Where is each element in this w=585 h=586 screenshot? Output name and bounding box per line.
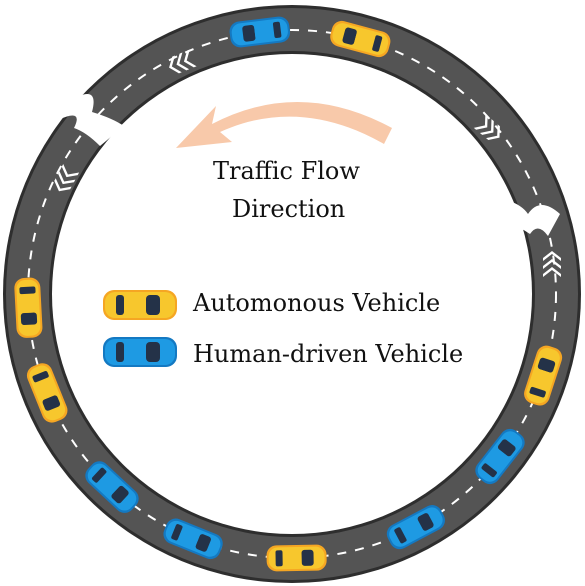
human-car-icon xyxy=(475,428,525,485)
legend-autonomous-car-icon xyxy=(103,290,177,320)
human-car-icon xyxy=(163,518,223,560)
autonomous-car-icon xyxy=(26,363,68,423)
traffic-flow-label: Traffic Flow xyxy=(213,157,360,185)
traffic-flow-arrow-icon xyxy=(176,101,392,148)
vehicles-layer xyxy=(14,16,563,572)
human-car-icon xyxy=(229,16,291,48)
human-car-icon xyxy=(386,505,445,550)
legend-autonomous-label: Automonous Vehicle xyxy=(193,289,441,317)
autonomous-car-icon xyxy=(330,20,391,58)
traffic-flow-label-line2: Direction xyxy=(232,195,346,223)
road-break-right xyxy=(498,198,560,236)
road-break-left xyxy=(58,94,124,146)
autonomous-car-icon xyxy=(524,345,563,406)
road-inner-area xyxy=(52,54,532,534)
autonomous-car-icon xyxy=(14,277,43,338)
human-car-icon xyxy=(85,461,139,513)
autonomous-car-icon xyxy=(266,544,327,572)
legend-human-label: Human-driven Vehicle xyxy=(193,340,464,368)
legend-human-car-icon xyxy=(103,337,177,367)
